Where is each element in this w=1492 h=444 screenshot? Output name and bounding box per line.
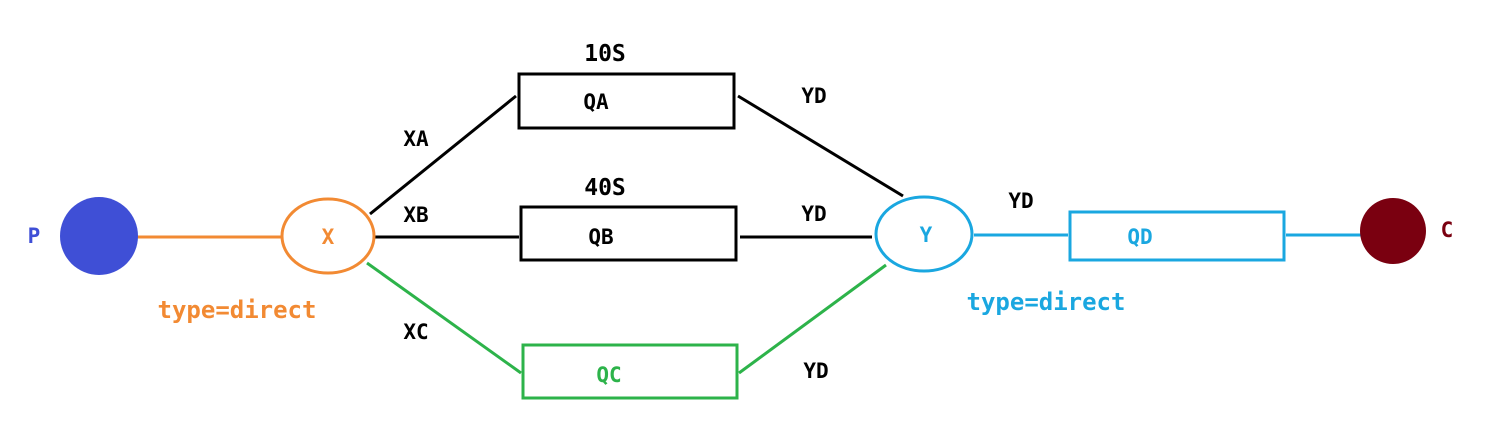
queue-qd <box>1068 210 1286 262</box>
routing-key-qa-yd: YD <box>801 84 826 108</box>
exchange-y-label: Y <box>920 223 933 247</box>
routing-key-xc: XC <box>403 320 428 344</box>
edge-qc-y <box>738 263 887 375</box>
queue-qc-label: QC <box>596 363 621 387</box>
queue-qb-ttl: 40S <box>584 175 626 201</box>
producer-label: P <box>28 224 41 248</box>
edge-qa-y <box>737 94 904 198</box>
exchange-y-type: type=direct <box>967 288 1126 316</box>
exchange-y-node <box>874 195 974 273</box>
producer-node <box>60 197 138 275</box>
routing-key-y-qd: YD <box>1008 189 1033 213</box>
queue-qa-label: QA <box>583 90 609 114</box>
routing-key-qc-yd: YD <box>803 359 828 383</box>
exchange-x-node <box>280 197 376 275</box>
exchange-x-type: type=direct <box>158 296 317 324</box>
queue-qa <box>517 72 736 130</box>
queue-qa-ttl: 10S <box>584 41 626 67</box>
exchange-x-label: X <box>322 225 335 249</box>
edge-x-qa <box>369 94 517 216</box>
routing-key-qb-yd: YD <box>801 202 826 226</box>
queue-qb-label: QB <box>588 225 613 249</box>
consumer-label: C <box>1441 218 1454 242</box>
queue-qd-label: QD <box>1127 225 1152 249</box>
routing-key-xb: XB <box>403 203 428 227</box>
queue-qc <box>521 343 739 400</box>
consumer-node <box>1360 198 1426 264</box>
edge-x-qc <box>366 261 522 375</box>
queue-qb <box>519 205 738 262</box>
routing-key-xa: XA <box>403 127 429 151</box>
